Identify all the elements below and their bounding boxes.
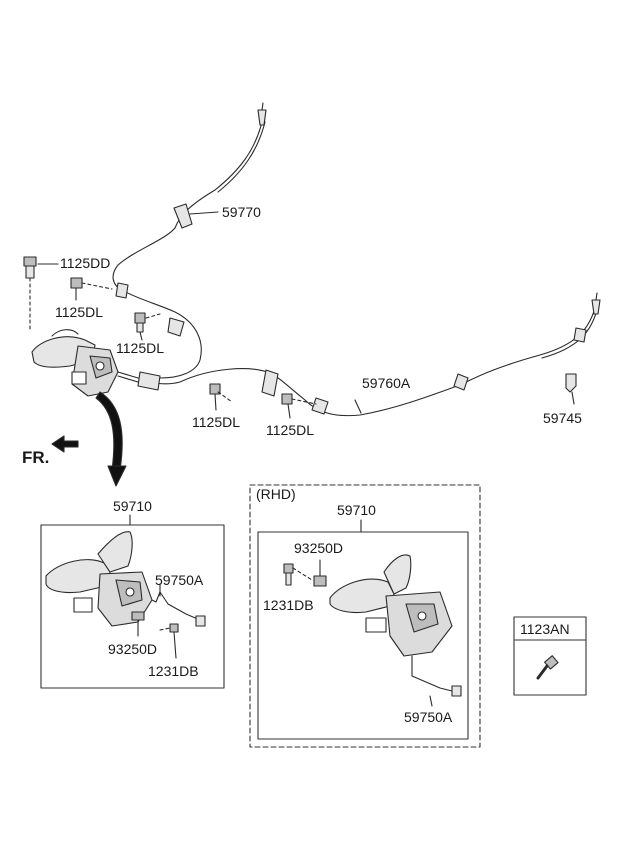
label-59710-rhd: 59710 [337, 502, 376, 518]
label-1125DL-a: 1125DL [55, 304, 104, 320]
label-93250D-lhd: 93250D [108, 641, 158, 657]
rhd-switch-93250D [313, 559, 327, 587]
cable-59760A-end [591, 299, 601, 315]
bolt-1125DL-b [134, 312, 161, 341]
label-rhd: (RHD) [256, 486, 296, 502]
label-1125DL-b: 1125DL [116, 340, 165, 356]
rhd-screw-1231DB [283, 563, 313, 586]
label-59760A: 59760A [362, 375, 411, 391]
cable-59770-end [257, 109, 267, 126]
bolt-1125DD [23, 256, 59, 331]
rhd-lever [329, 554, 453, 657]
label-1125DD: 1125DD [60, 255, 111, 271]
label-59745: 59745 [543, 410, 582, 426]
cable-59760A [139, 303, 597, 417]
lhd-switch-93250D [131, 611, 145, 637]
label-1123AN: 1123AN [520, 621, 570, 637]
front-label: FR. [22, 448, 50, 467]
bolt-1123AN [536, 655, 559, 680]
front-arrow [51, 435, 79, 453]
label-59710-lhd: 59710 [113, 498, 152, 514]
lhd-screw-1231DB [159, 623, 179, 659]
bolt-1125DL-c [209, 383, 233, 411]
label-1231DB-lhd: 1231DB [148, 663, 199, 679]
cable-59770 [112, 121, 263, 379]
clip-59745 [565, 373, 577, 393]
label-59770: 59770 [222, 204, 261, 220]
rhd-wire-59750A [411, 655, 462, 707]
lhd-wire-59750A [151, 583, 206, 627]
rhd-outer-box [249, 484, 481, 748]
detail-arrow [95, 391, 123, 471]
label-1125DL-c: 1125DL [192, 414, 241, 430]
brake-lever-assembly [31, 329, 139, 397]
bolt-1125DL-d [281, 393, 317, 419]
lhd-detail-box [40, 524, 225, 689]
cable-59770-bracket [173, 203, 193, 229]
bolt-1125DL-a [70, 277, 113, 301]
label-1125DL-d: 1125DL [266, 422, 315, 438]
label-59750A-lhd: 59750A [155, 572, 204, 588]
bolt-1123AN-box [513, 616, 587, 696]
rhd-inner-box [257, 531, 469, 740]
label-93250D-rhd: 93250D [294, 540, 344, 556]
label-1231DB-rhd: 1231DB [263, 597, 314, 613]
label-59750A-rhd: 59750A [404, 709, 453, 725]
